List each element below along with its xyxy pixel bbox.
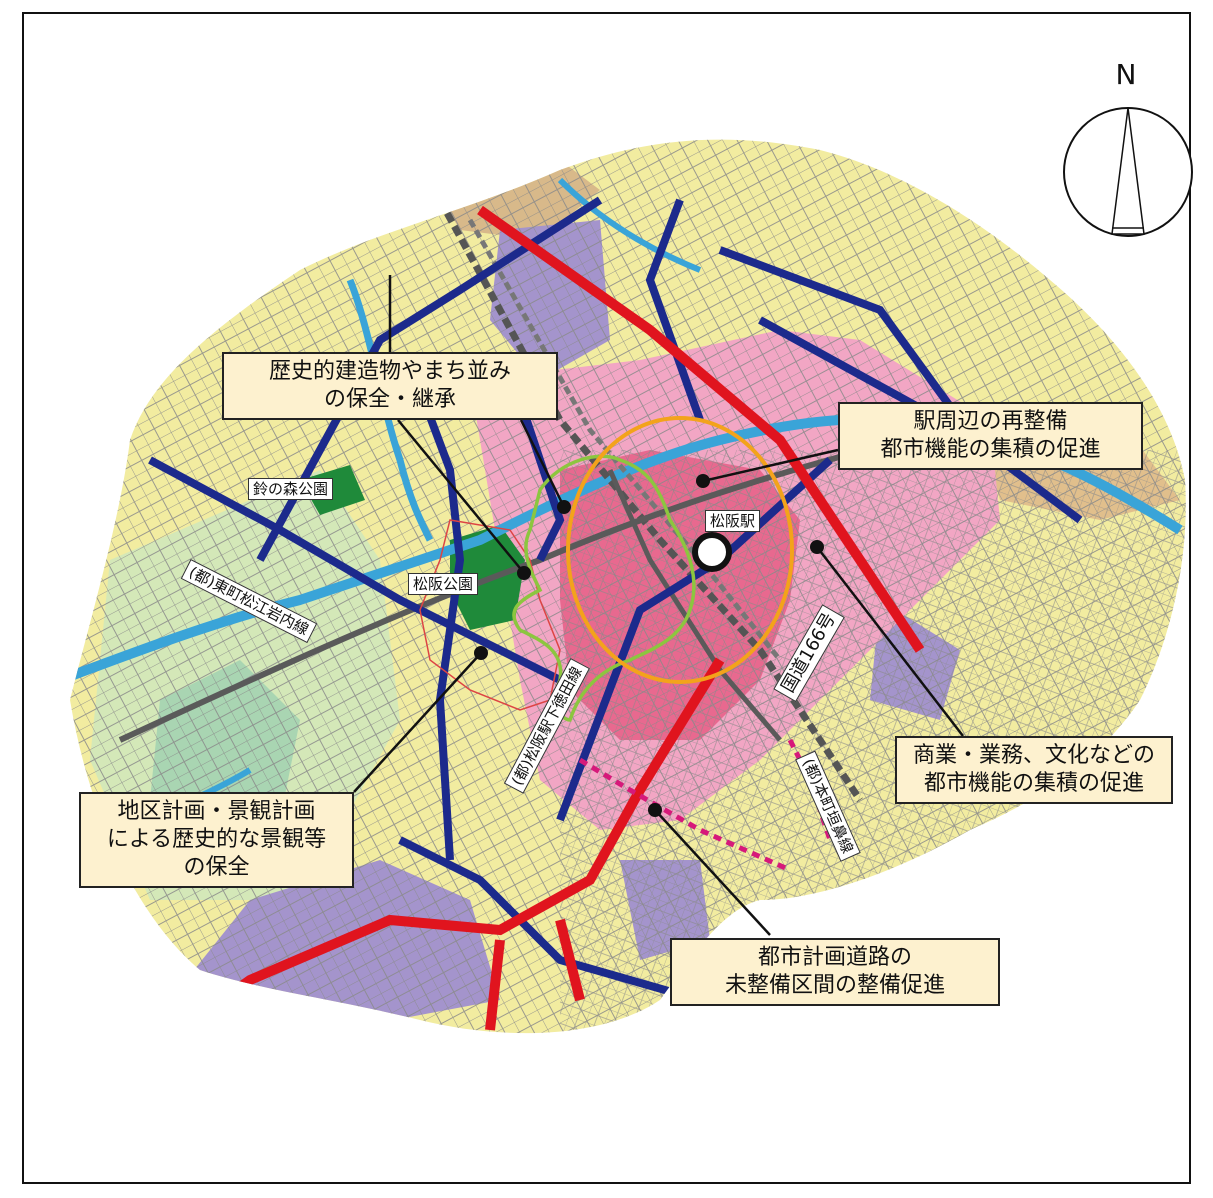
river-ne: [557, 177, 702, 273]
compass-north-letter: N: [1116, 58, 1137, 91]
callout-commerce-line1: 商業・業務、文化などの: [912, 743, 1155, 768]
callout-history-line1: 歴史的建造物やまち並み: [268, 359, 511, 384]
callout-station: 駅周辺の再整備 都市機能の集積の促進: [838, 402, 1143, 470]
callout-history: 歴史的建造物やまち並み の保全・継承: [222, 352, 558, 420]
callout-station-line2: 都市機能の集積の促進: [880, 437, 1101, 462]
callout-district-line1: 地区計画・景観計画: [117, 799, 316, 824]
gray-road-station: [607, 468, 782, 742]
station-marker: [692, 532, 732, 572]
callout-commerce-line2: 都市機能の集積の促進: [923, 771, 1144, 796]
callout-history-line2: の保全・継承: [323, 387, 456, 412]
label-matsusaka-park: 松阪公園: [408, 573, 479, 595]
callout-district-line2: による歴史的な景観等: [106, 827, 327, 852]
leader-dots: [474, 474, 824, 817]
railway-secondary: [467, 218, 782, 662]
compass-icon: [1063, 107, 1193, 237]
callout-road-line2: 未整備区間の整備促進: [724, 973, 945, 998]
map-frame: [22, 12, 1191, 1184]
callout-district-line3: の保全: [183, 855, 250, 880]
label-matsusaka-station: 松阪駅: [705, 510, 761, 532]
callout-road: 都市計画道路の 未整備区間の整備促進: [670, 938, 1000, 1006]
label-suzunomori-park: 鈴の森公園: [248, 478, 334, 500]
callout-commerce: 商業・業務、文化などの 都市機能の集積の促進: [895, 736, 1173, 804]
leader-lines: [353, 275, 964, 936]
callout-road-line1: 都市計画道路の: [757, 945, 912, 970]
national-road: [177, 205, 925, 1034]
historic-preservation-boundary: [512, 454, 696, 722]
callout-district: 地区計画・景観計画 による歴史的な景観等 の保全: [79, 792, 354, 888]
station-area-ring: [566, 416, 794, 684]
river-north: [346, 278, 434, 542]
callout-station-line1: 駅周辺の再整備: [913, 409, 1068, 434]
